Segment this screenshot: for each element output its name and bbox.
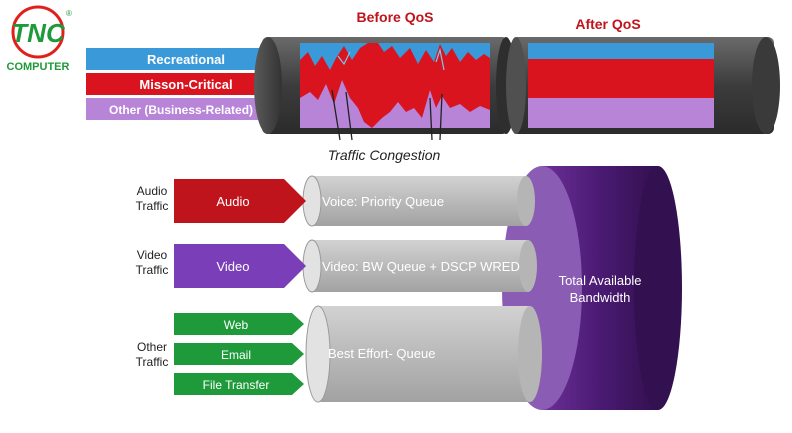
arrow-audio-label: Audio [216, 194, 249, 209]
before-purple-fill [300, 80, 490, 128]
logo-registered: ® [66, 9, 72, 18]
queue-best-effort: Best Effort- Queue [305, 305, 542, 403]
traffic-group-labels: Audio Traffic Video Traffic Other Traffi… [136, 184, 169, 369]
queue-video-end [519, 240, 537, 292]
band-label-recreational: Recreational [147, 52, 225, 67]
after-red-fill [528, 59, 714, 98]
after-purple-fill [528, 98, 714, 128]
logo-brand: TNC [11, 18, 66, 48]
pipe-right-cap [752, 37, 780, 134]
before-cyan-streaks [337, 47, 445, 71]
logo-ring [11, 5, 65, 59]
queue-video-body [312, 240, 528, 292]
bandwidth-label-1: Total Available [559, 273, 642, 288]
congestion-pointers [331, 89, 443, 141]
traffic-congestion-label: Traffic Congestion [328, 147, 441, 163]
arrow-email [174, 343, 304, 365]
queue-best-effort-end [518, 306, 542, 402]
band-label-other: Other (Business-Related) [109, 103, 253, 117]
queue-voice-body [312, 176, 526, 226]
queue-voice: Voice: Priority Queue [302, 175, 535, 227]
tnc-logo: TNC ® COMPUTER [3, 2, 75, 74]
group-label-video-1: Video [137, 248, 168, 262]
band-mission-critical [86, 73, 268, 95]
queue-video: Video: BW Queue + DSCP WRED [302, 239, 537, 293]
bandwidth-label-2: Bandwidth [570, 290, 631, 305]
pointer-line-1 [331, 89, 341, 141]
after-qos-title: After QoS [575, 16, 640, 32]
logo-sub: COMPUTER [7, 61, 70, 73]
arrow-file-transfer-label: File Transfer [203, 378, 270, 392]
after-qos-interior [528, 43, 714, 128]
queue-video-label: Video: BW Queue + DSCP WRED [322, 259, 520, 274]
group-label-other-2: Traffic [136, 355, 169, 369]
queue-best-effort-label: Best Effort- Queue [328, 346, 435, 361]
band-label-mission-critical: Misson-Critical [139, 77, 232, 92]
after-blue-fill [528, 43, 714, 59]
before-qos-interior [300, 43, 490, 128]
pointer-line-4 [439, 93, 443, 141]
group-label-audio-1: Audio [137, 184, 168, 198]
queue-best-effort-body [318, 306, 530, 402]
queue-voice-end [517, 176, 535, 226]
arrow-video-label: Video [216, 259, 249, 274]
arrow-web-label: Web [224, 318, 249, 332]
arrow-web [174, 313, 304, 335]
group-label-video-2: Traffic [136, 263, 169, 277]
bandwidth-back-cap [634, 166, 682, 410]
traffic-arrows: Audio Video Web Email File Transfer [174, 179, 306, 395]
pointer-line-2 [345, 91, 353, 141]
queue-voice-label: Voice: Priority Queue [322, 194, 444, 209]
arrow-video [174, 244, 306, 288]
arrow-email-label: Email [221, 348, 251, 362]
arrow-file-transfer [174, 373, 304, 395]
incoming-bands: Recreational Misson-Critical Other (Busi… [86, 48, 268, 120]
total-bandwidth-cylinder: Total Available Bandwidth [502, 166, 682, 410]
queue-best-effort-cap [305, 305, 331, 403]
queue-pipes: Voice: Priority Queue Video: BW Queue + … [302, 175, 542, 403]
pointer-line-3 [429, 97, 433, 141]
band-other [86, 98, 268, 120]
before-qos-title: Before QoS [356, 9, 433, 25]
group-label-other-1: Other [137, 340, 167, 354]
group-label-audio-2: Traffic [136, 199, 169, 213]
band-recreational [86, 48, 268, 70]
top-pipe [254, 37, 780, 134]
pipe-joint-right [506, 37, 526, 134]
arrow-audio [174, 179, 306, 223]
pipe-left-cap [254, 37, 282, 134]
